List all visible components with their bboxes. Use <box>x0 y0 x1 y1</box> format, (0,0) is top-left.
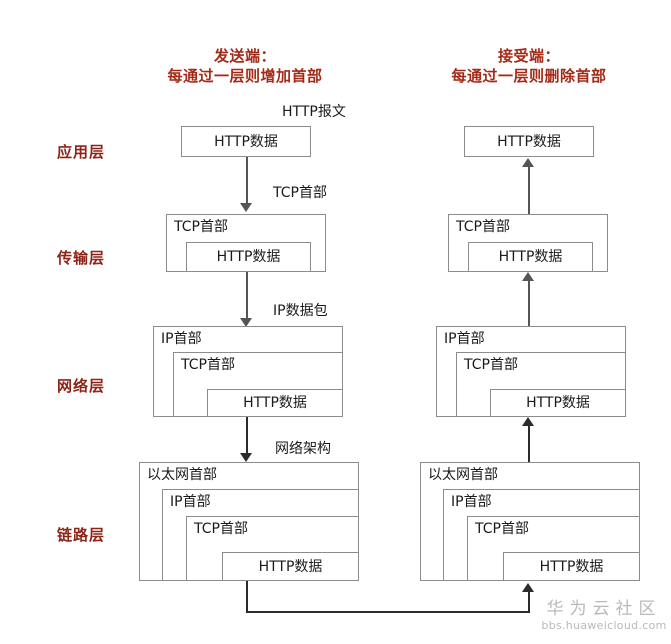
receiver-column-header: 接受端： 每通过一层则删除首部 <box>409 46 649 86</box>
annotation-tcp-header: TCP首部 <box>273 185 327 201</box>
sender-link-http-data-box: HTTP数据 <box>222 552 359 581</box>
box-label-http-data: HTTP数据 <box>258 558 323 575</box>
receiver-link-http-data-box: HTTP数据 <box>503 552 640 581</box>
bottom-path-horizontal-segment <box>246 611 530 613</box>
watermark: 华为云社区 bbs.huaweicloud.com <box>540 599 668 633</box>
box-label-ip-header: IP首部 <box>451 494 492 510</box>
sender-arrow-network-to-link-head <box>240 453 252 462</box>
sender-arrow-transport-to-network-head <box>240 318 252 327</box>
layer-label-link: 链路层 <box>57 526 106 544</box>
sender-column-header: 发送端： 每通过一层则增加首部 <box>125 46 365 86</box>
box-label-http-data: HTTP数据 <box>497 133 561 150</box>
receiver-arrow-network-to-transport-line <box>528 281 530 326</box>
receiver-transport-http-data-box: HTTP数据 <box>468 242 593 272</box>
box-label-http-data: HTTP数据 <box>243 395 307 411</box>
box-label-tcp-header: TCP首部 <box>174 219 228 235</box>
watermark-brand: 华为云社区 <box>546 599 662 619</box>
bottom-path-arrow-head <box>522 583 534 592</box>
box-label-ethernet-header: 以太网首部 <box>147 467 217 483</box>
layer-label-network: 网络层 <box>57 377 106 395</box>
annotation-network-frame: 网络架构 <box>275 441 331 457</box>
bottom-path-left-segment <box>246 581 248 613</box>
layer-label-application: 应用层 <box>57 143 106 161</box>
box-label-ip-header: IP首部 <box>161 331 202 347</box>
box-label-tcp-header: TCP首部 <box>456 219 510 235</box>
sender-arrow-app-to-transport-line <box>246 157 248 205</box>
annotation-http-message: HTTP报文 <box>282 104 346 120</box>
receiver-arrow-link-to-network-head <box>522 417 534 426</box>
box-label-ethernet-header: 以太网首部 <box>428 467 498 483</box>
receiver-arrow-network-to-transport-head <box>522 272 534 281</box>
receiver-arrow-transport-to-app-head <box>522 158 534 167</box>
box-label-http-data: HTTP数据 <box>498 249 563 265</box>
receiver-arrow-transport-to-app-line <box>528 167 530 214</box>
watermark-url: bbs.huaweicloud.com <box>541 619 667 632</box>
box-label-http-data: HTTP数据 <box>539 558 604 575</box>
sender-header-subtitle: 每通过一层则增加首部 <box>167 67 323 85</box>
box-label-tcp-header: TCP首部 <box>464 357 518 373</box>
box-label-http-data: HTTP数据 <box>526 395 590 411</box>
sender-arrow-transport-to-network-line <box>246 272 248 320</box>
sender-arrow-app-to-transport-head <box>240 203 252 212</box>
layer-label-transport: 传输层 <box>57 249 106 267</box>
box-label-tcp-header: TCP首部 <box>475 521 529 537</box>
bottom-path-right-segment <box>528 592 530 613</box>
receiver-arrow-link-to-network-line <box>528 426 530 462</box>
sender-transport-http-data-box: HTTP数据 <box>186 242 311 272</box>
sender-network-http-data-box: HTTP数据 <box>207 389 343 417</box>
box-label-tcp-header: TCP首部 <box>181 357 235 373</box>
sender-arrow-network-to-link-line <box>246 417 248 456</box>
receiver-header-subtitle: 每通过一层则删除首部 <box>451 67 607 85</box>
box-label-ip-header: IP首部 <box>170 494 211 510</box>
receiver-network-http-data-box: HTTP数据 <box>490 389 626 417</box>
sender-app-http-data-box: HTTP数据 <box>181 126 311 157</box>
receiver-app-http-data-box: HTTP数据 <box>464 126 594 157</box>
receiver-header-title: 接受端： <box>497 47 560 65</box>
box-label-http-data: HTTP数据 <box>214 133 278 150</box>
sender-header-title: 发送端： <box>213 47 276 65</box>
box-label-tcp-header: TCP首部 <box>194 521 248 537</box>
box-label-http-data: HTTP数据 <box>216 249 281 265</box>
box-label-ip-header: IP首部 <box>444 331 485 347</box>
annotation-ip-packet: IP数据包 <box>273 303 328 319</box>
